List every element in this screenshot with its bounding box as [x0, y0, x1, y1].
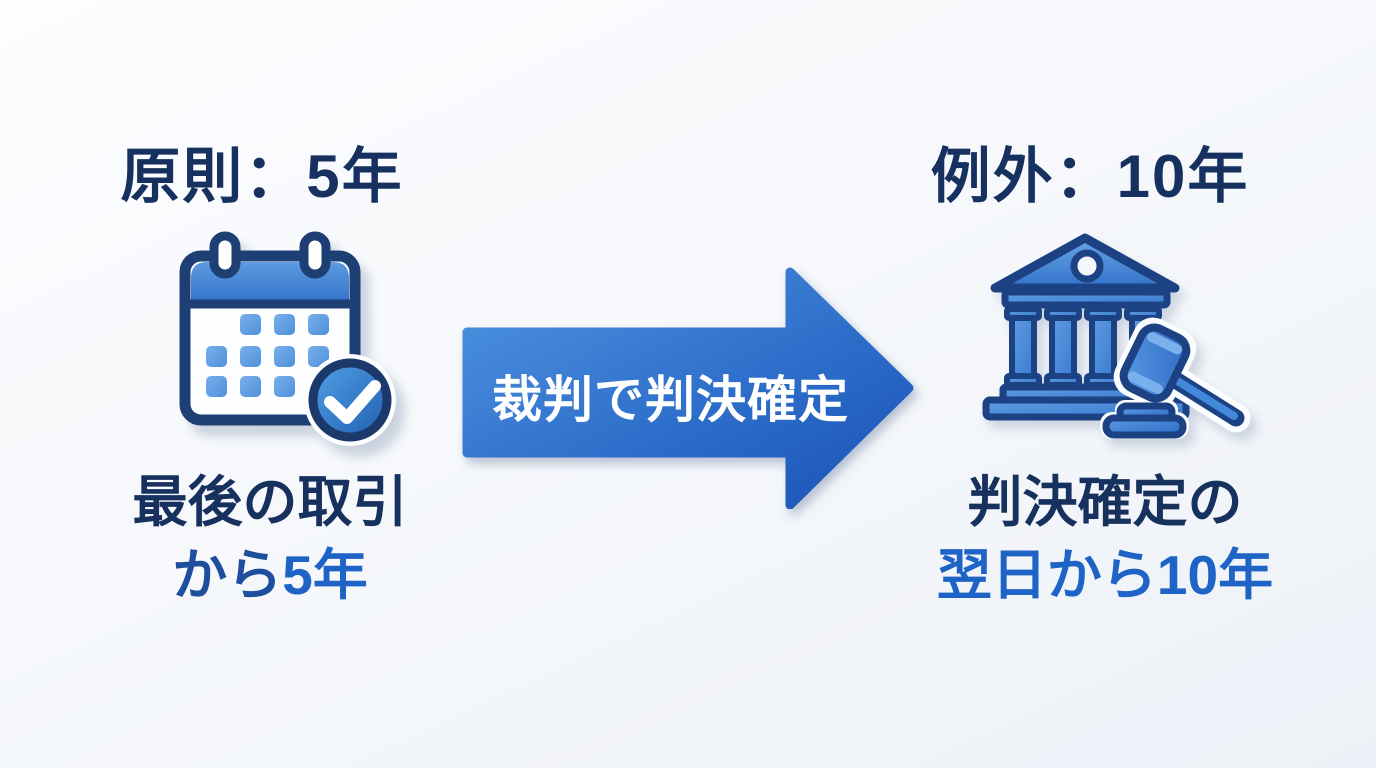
right-caption: 判決確定の 翌日から10年: [880, 466, 1330, 612]
left-caption-highlight: 5年: [282, 544, 368, 606]
courthouse-gavel-icon: [982, 233, 1251, 439]
arrow-label: 裁判で判決確定: [492, 372, 849, 428]
calendar-check-icon: [179, 231, 396, 446]
arrow-shape: [462, 267, 914, 509]
left-caption-line1: 最後の取引: [132, 471, 408, 533]
right-caption-line2: 翌日から10年: [936, 544, 1274, 606]
arrow-right-icon: [462, 267, 914, 509]
pediment-window: [1070, 249, 1104, 283]
right-caption-line1: 判決確定の: [967, 471, 1243, 533]
left-caption-line2: から5年: [60, 539, 480, 612]
left-caption: 最後の取引 から5年: [60, 466, 480, 612]
calendar-date-grid: [206, 314, 329, 397]
check-badge-icon: [304, 354, 396, 446]
right-title: 例外：10年: [930, 143, 1250, 210]
gavel-icon: [1100, 317, 1251, 439]
left-title: 原則：5年: [120, 143, 404, 210]
left-caption-prefix: から: [172, 544, 283, 606]
calendar-binder-rings: [209, 231, 331, 279]
